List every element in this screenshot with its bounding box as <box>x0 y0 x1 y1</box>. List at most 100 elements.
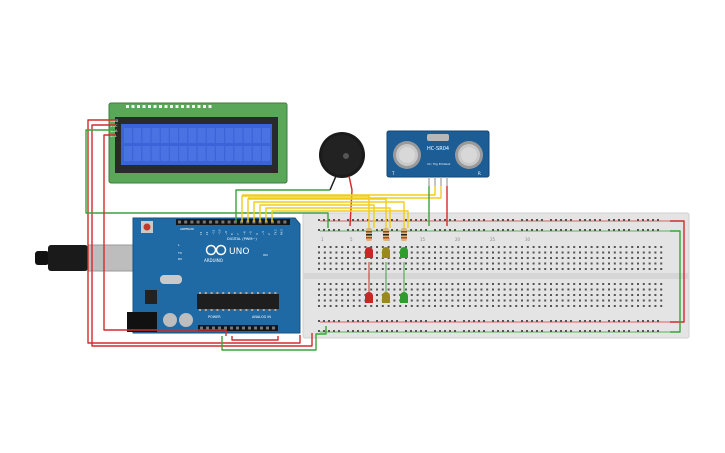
power-label: POWER <box>208 315 221 319</box>
breadboard-hole <box>631 262 634 265</box>
breadboard-hole <box>594 219 596 221</box>
breadboard-hole <box>486 294 489 296</box>
breadboard-hole <box>335 288 338 291</box>
breadboard-hole <box>329 262 332 265</box>
breadboard-hole <box>422 288 425 291</box>
breadboard-hole <box>386 219 388 221</box>
breadboard-hole <box>347 251 349 254</box>
breadboard-hole <box>631 283 634 285</box>
breadboard-hole <box>474 257 477 259</box>
breadboard-hole <box>660 257 663 259</box>
breadboard-hole <box>416 288 419 291</box>
breadboard-hole <box>393 262 396 265</box>
breadboard-hole <box>357 330 359 332</box>
breadboard-hole <box>573 246 576 248</box>
breadboard-hole <box>573 251 576 254</box>
breadboard-hole <box>468 268 471 270</box>
breadboard-hole <box>654 262 657 265</box>
lcd-pin-label: GND <box>110 119 118 123</box>
breadboard-hole <box>608 294 610 296</box>
breadboard-hole <box>338 320 340 322</box>
lcd-cell <box>243 146 252 161</box>
breadboard-hole <box>555 288 558 291</box>
breadboard-hole <box>555 330 557 332</box>
breadboard-hole <box>463 283 465 285</box>
column-number: 20 <box>455 237 461 242</box>
breadboard-hole <box>594 320 596 322</box>
wire-yellow <box>241 195 370 228</box>
breadboard-hole <box>613 251 616 254</box>
breadboard-hole <box>648 305 651 307</box>
breadboard-hole <box>362 219 364 221</box>
breadboard-hole <box>526 268 529 270</box>
breadboard-hole <box>323 262 326 265</box>
red-led <box>365 247 373 258</box>
breadboard-hole <box>648 251 651 254</box>
breadboard-hole <box>515 305 518 307</box>
breadboard-hole <box>486 299 489 302</box>
digital-label: DIGITAL (PWM~) <box>227 237 257 241</box>
breadboard-hole <box>347 283 349 285</box>
breadboard-hole <box>555 268 558 270</box>
breadboard-hole <box>449 229 451 231</box>
breadboard-hole <box>567 305 570 307</box>
breadboard-hole <box>376 320 378 322</box>
breadboard-hole <box>515 246 518 248</box>
breadboard-hole <box>474 251 477 254</box>
breadboard-hole <box>333 229 335 231</box>
breadboard-hole <box>541 320 543 322</box>
breadboard-hole <box>652 330 654 332</box>
breadboard-hole <box>405 283 407 285</box>
digital-pin-label: 7 <box>236 233 240 235</box>
breadboard-hole <box>468 251 471 254</box>
header-pin <box>215 220 219 224</box>
lcd-cell <box>225 128 234 143</box>
lcd-pin-label: SCL <box>110 134 117 138</box>
breadboard-hole <box>526 294 529 296</box>
breadboard-hole <box>613 320 615 322</box>
breadboard-hole <box>352 330 354 332</box>
breadboard-hole <box>631 294 634 296</box>
atmega-chip <box>197 294 279 309</box>
breadboard-hole <box>329 299 332 302</box>
breadboard-hole <box>625 294 628 296</box>
breadboard-hole <box>405 320 407 322</box>
breadboard-hole <box>507 330 509 332</box>
breadboard-hole <box>565 229 567 231</box>
breadboard-hole <box>596 257 599 259</box>
breadboard-hole <box>454 219 456 221</box>
breadboard-hole <box>364 268 367 270</box>
breadboard-hole <box>625 288 628 291</box>
breadboard-hole <box>555 299 558 302</box>
breadboard-hole <box>492 229 494 231</box>
breadboard-hole <box>457 246 460 248</box>
breadboard-hole <box>463 294 465 296</box>
digital-pin-label: 4 <box>255 233 259 235</box>
breadboard-hole <box>637 330 639 332</box>
breadboard-hole <box>420 219 422 221</box>
breadboard-hole <box>570 229 572 231</box>
breadboard-hole <box>544 305 547 307</box>
breadboard-hole <box>468 320 470 322</box>
breadboard-hole <box>362 330 364 332</box>
header-strip <box>176 219 290 225</box>
wire-5v <box>221 326 327 351</box>
breadboard-hole <box>492 305 494 307</box>
breadboard-hole <box>318 294 320 296</box>
lcd-header-pin <box>126 105 129 108</box>
breadboard-hole <box>521 262 523 265</box>
lcd-i2c-pins: GND VCC SDA SCL <box>110 119 118 138</box>
breadboard-hole <box>478 330 480 332</box>
crystal <box>160 275 182 284</box>
breadboard-hole <box>637 320 639 322</box>
breadboard-hole <box>335 257 338 259</box>
breadboard-hole <box>567 288 570 291</box>
breadboard-hole <box>637 294 639 296</box>
capacitor <box>179 313 193 327</box>
breadboard-hole <box>474 288 477 291</box>
tx-label: TX <box>177 251 182 255</box>
breadboard-hole <box>393 294 396 296</box>
breadboard-hole <box>637 283 639 285</box>
sensor-pin-label: Trig <box>433 162 438 166</box>
breadboard-hole <box>642 251 645 254</box>
